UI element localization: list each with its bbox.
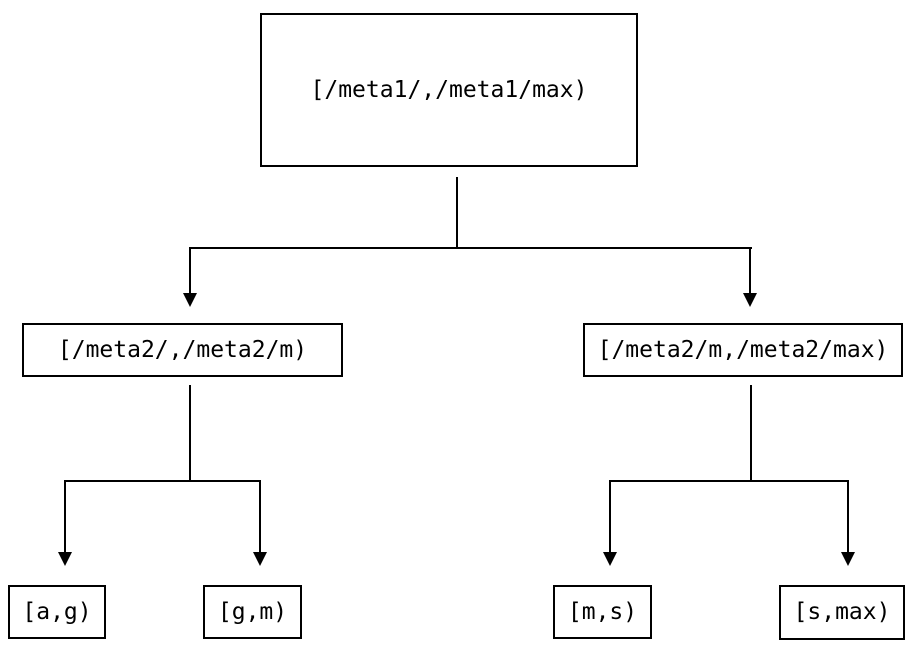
node-level2-left: [/meta2/,/meta2/m) bbox=[22, 323, 343, 377]
arrowhead-leaf-ag-icon bbox=[58, 552, 72, 566]
node-leaf-ag: [a,g) bbox=[8, 585, 106, 639]
arrowhead-leaf-ms-icon bbox=[603, 552, 617, 566]
node-level2-right: [/meta2/m,/meta2/max) bbox=[583, 323, 903, 377]
arrowhead-l2-right-icon bbox=[743, 293, 757, 307]
node-leaf-gm: [g,m) bbox=[203, 585, 302, 639]
node-leaf-smax: [s,max) bbox=[779, 585, 905, 640]
arrowhead-leaf-gm-icon bbox=[253, 552, 267, 566]
arrowhead-leaf-smax-icon bbox=[841, 552, 855, 566]
node-root: [/meta1/,/meta1/max) bbox=[260, 13, 638, 167]
node-leaf-ms: [m,s) bbox=[553, 585, 652, 639]
arrowhead-l2-left-icon bbox=[183, 293, 197, 307]
